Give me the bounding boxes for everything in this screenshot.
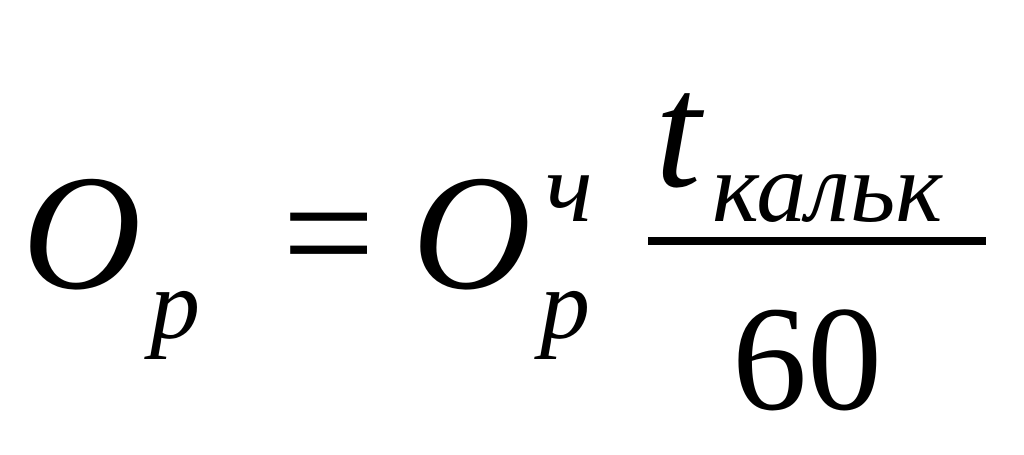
fraction-bar [648,237,986,245]
rhs-symbol: O [412,141,532,324]
fraction-denominator: 60 [732,276,882,442]
lhs-subscript: p [150,249,200,360]
fraction-numerator-symbol: t [655,39,701,222]
equals-sign: = [282,141,376,324]
fraction-numerator-subscript: кальк [712,132,943,243]
rhs-subscript: p [540,249,590,360]
lhs-symbol: O [22,141,142,324]
rhs-superscript: ч [545,132,593,243]
